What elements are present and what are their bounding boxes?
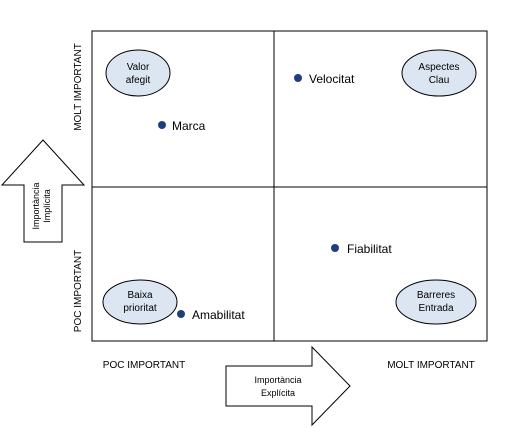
point-velocitat-label: Velocitat [309,72,355,86]
quadrant-label-top-right-line2: Clau [429,75,450,86]
quadrant-label-top-left-line1: Valor [127,62,150,73]
implicit-arrow-line1: Importància [31,182,41,229]
quadrant-label-bottom-right-line2: Entrada [418,303,453,314]
quadrant-ellipse-top-right [401,49,477,97]
x-axis-left-label: POC IMPORTANT [103,360,185,371]
quadrant-label-bottom-left-line2: prioritat [123,303,157,314]
y-axis-top-label: MOLT IMPORTANT [73,43,84,131]
point-amabilitat-label: Amabilitat [192,308,245,322]
point-fiabilitat-label: Fiabilitat [347,242,392,256]
implicit-importance-arrow [0,139,86,243]
point-marca-dot [158,121,166,129]
y-axis-bottom-label: POC IMPORTANT [73,250,84,332]
quadrant-label-bottom-right-line1: Barreres [417,290,455,301]
quadrant-ellipse-top-left [105,49,171,97]
quadrant-label-top-left-line2: afegit [126,75,151,86]
point-fiabilitat-dot [331,244,339,252]
point-marca-label: Marca [172,119,206,133]
quadrant-ellipse-bottom-left [102,279,178,325]
point-velocitat-dot [294,74,302,82]
x-axis-right-label: MOLT IMPORTANT [387,360,475,371]
quadrant-label-top-right-line1: Aspectes [418,62,459,73]
explicit-importance-arrow [225,345,351,427]
implicit-arrow-line2: Implícita [42,189,52,223]
quadrant-ellipse-bottom-right [395,279,477,325]
explicit-arrow-line2: Explícita [261,388,295,398]
quadrant-label-bottom-left-line1: Baixa [127,290,152,301]
explicit-arrow-line1: Importància [254,375,301,385]
point-amabilitat-dot [177,310,185,318]
